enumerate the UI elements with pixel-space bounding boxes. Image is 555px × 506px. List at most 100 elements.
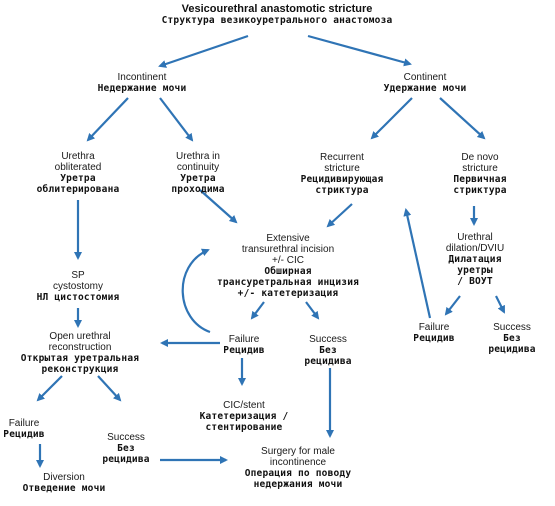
title-en: Vesicourethral anastomotic stricture: [181, 3, 373, 15]
node-ru-line: Без: [117, 443, 135, 454]
arrow-dilation-failure: [444, 295, 461, 316]
node-en-line: SP: [71, 270, 85, 281]
node-ru-line: стриктура: [453, 185, 507, 196]
node-ru-line: Операция по поводу: [244, 468, 352, 479]
arrow-incision-failure: [250, 301, 265, 320]
arrow-incontinent-obliterated: [86, 97, 129, 142]
node-surgery-incontinence: Surgery for male incontinence Операция п…: [245, 446, 352, 490]
arrow-title-incontinent: [158, 34, 249, 68]
node-ru-line: недержания мочи: [253, 479, 343, 490]
node-diversion: Diversion Отведение мочи: [23, 472, 106, 494]
node-urethra-continuity: Urethra in continuity Уретра проходима: [171, 151, 224, 195]
node-ru-line: Отведение мочи: [22, 483, 106, 494]
node-en-line: stricture: [462, 163, 498, 174]
arrow-reconstruction-success: [97, 375, 122, 402]
node-ru-line: проходима: [171, 184, 225, 195]
node-en-line: Surgery for male: [261, 446, 335, 457]
arrow-incontinent-continuity: [159, 97, 194, 142]
node-en-line: continuity: [176, 162, 220, 173]
node-ru-line: Первичная: [453, 174, 507, 185]
node-cic-stent: CIC/stent Катетеризация / стентирование: [200, 400, 289, 433]
arrow-reconstruction-failure: [36, 375, 63, 402]
node-ru-line: уретры: [457, 265, 493, 276]
node-ru-line: Обширная: [264, 266, 312, 277]
node-ru-line: Открытая уретральная: [20, 353, 140, 364]
node-open-reconstruction: Open urethral reconstruction Открытая ур…: [21, 331, 139, 375]
node-en-line: Urethra in: [176, 151, 220, 162]
arrow-incision-success: [305, 301, 320, 320]
node-ru-line: НЛ цистостомия: [36, 292, 120, 303]
node-recurrent-stricture: Recurrent stricture Рецидивирующая стрик…: [301, 152, 384, 196]
node-failure-left: Failure Рецидив: [3, 418, 44, 440]
node-ru-line: рецидива: [102, 454, 150, 465]
node-en-line: Failure: [418, 322, 450, 333]
node-incontinent: Incontinent Недержание мочи: [98, 72, 187, 94]
node-en-line: Urethra: [61, 151, 95, 162]
arrow-dilation-success: [495, 295, 505, 314]
node-ru-line: / ВОУТ: [457, 276, 493, 287]
node-ru-line: Катетеризация /: [199, 411, 289, 422]
node-ru-line: +/- катетеризация: [237, 288, 339, 299]
arrow-title-continent: [307, 34, 412, 67]
node-ru-line: облитерирована: [36, 184, 120, 195]
arrow-continent-denovo: [439, 97, 486, 140]
node-en-line: Failure: [228, 334, 260, 345]
node-en-line: stricture: [324, 163, 360, 174]
node-en-line: De novo: [461, 152, 499, 163]
arrow-recurrent-incision: [326, 203, 353, 228]
node-en-line: Failure: [8, 418, 40, 429]
node-en-line: Diversion: [43, 472, 85, 483]
node-en-line: transurethral incision: [241, 244, 335, 255]
node-ru-line: рецидива: [304, 356, 352, 367]
node-ru-line: Уретра: [180, 173, 216, 184]
node-ru-line: стриктура: [315, 185, 369, 196]
node-en-line: obliterated: [54, 162, 102, 173]
node-urethra-obliterated: Urethra obliterated Уретра облитерирован…: [37, 151, 120, 195]
node-sp-cystostomy: SP cystostomy НЛ цистостомия: [37, 270, 120, 303]
node-success-left: Success Без рецидива: [102, 432, 149, 465]
node-failure-center: Failure Рецидив: [223, 334, 264, 356]
node-ru-line: Дилатация: [448, 254, 502, 265]
node-ru-line: Без: [319, 345, 337, 356]
arrow-continuity-incision: [199, 189, 238, 224]
node-en-line: Open urethral: [49, 331, 111, 342]
arrow-failure-right-recurrent: [403, 208, 432, 319]
node-en-line: Urethral: [457, 232, 493, 243]
node-ru-line: Без: [503, 333, 521, 344]
node-extensive-incision: Extensive transurethral incision +/- CIC…: [217, 233, 359, 299]
node-ru-line: Уретра: [60, 173, 96, 184]
node-ru-line: Рецидив: [413, 333, 455, 344]
node-ru-line: Рецидив: [223, 345, 265, 356]
node-ru-line: реконструкция: [41, 364, 119, 375]
node-ru-line: стентирование: [205, 422, 283, 433]
title-ru: Структура везикоуретрального анастомоза: [161, 15, 393, 26]
node-en-line: cystostomy: [52, 281, 103, 292]
node-urethral-dilation: Urethral dilation/DVIU Дилатация уретры …: [446, 232, 504, 287]
arrow-failure-center-loop: [181, 248, 211, 334]
node-en-line: Extensive: [266, 233, 310, 244]
node-en-line: +/- CIC: [272, 255, 304, 266]
node-en-line: Incontinent: [117, 72, 167, 83]
node-en-line: Success: [493, 322, 531, 333]
node-en-line: Success: [309, 334, 347, 345]
node-en-line: Continent: [403, 72, 447, 83]
node-ru-line: Удержание мочи: [383, 83, 467, 94]
node-failure-right: Failure Рецидив: [413, 322, 454, 344]
arrow-continent-recurrent: [370, 97, 413, 140]
node-en-line: reconstruction: [48, 342, 112, 353]
node-en-line: incontinence: [269, 457, 327, 468]
diagram-title: Vesicourethral anastomotic stricture Стр…: [161, 3, 393, 27]
node-en-line: CIC/stent: [223, 400, 265, 411]
node-ru-line: трансуретральная инцизия: [216, 277, 360, 288]
node-de-novo-stricture: De novo stricture Первичная стриктура: [453, 152, 506, 196]
node-ru-line: Недержание мочи: [97, 83, 187, 94]
node-ru-line: рецидива: [488, 344, 536, 355]
node-en-line: Success: [107, 432, 145, 443]
node-success-right: Success Без рецидива: [488, 322, 535, 355]
node-continent: Continent Удержание мочи: [384, 72, 467, 94]
node-ru-line: Рецидивирующая: [300, 174, 384, 185]
node-success-center: Success Без рецидива: [304, 334, 351, 367]
node-en-line: dilation/DVIU: [445, 243, 505, 254]
node-ru-line: Рецидив: [3, 429, 45, 440]
